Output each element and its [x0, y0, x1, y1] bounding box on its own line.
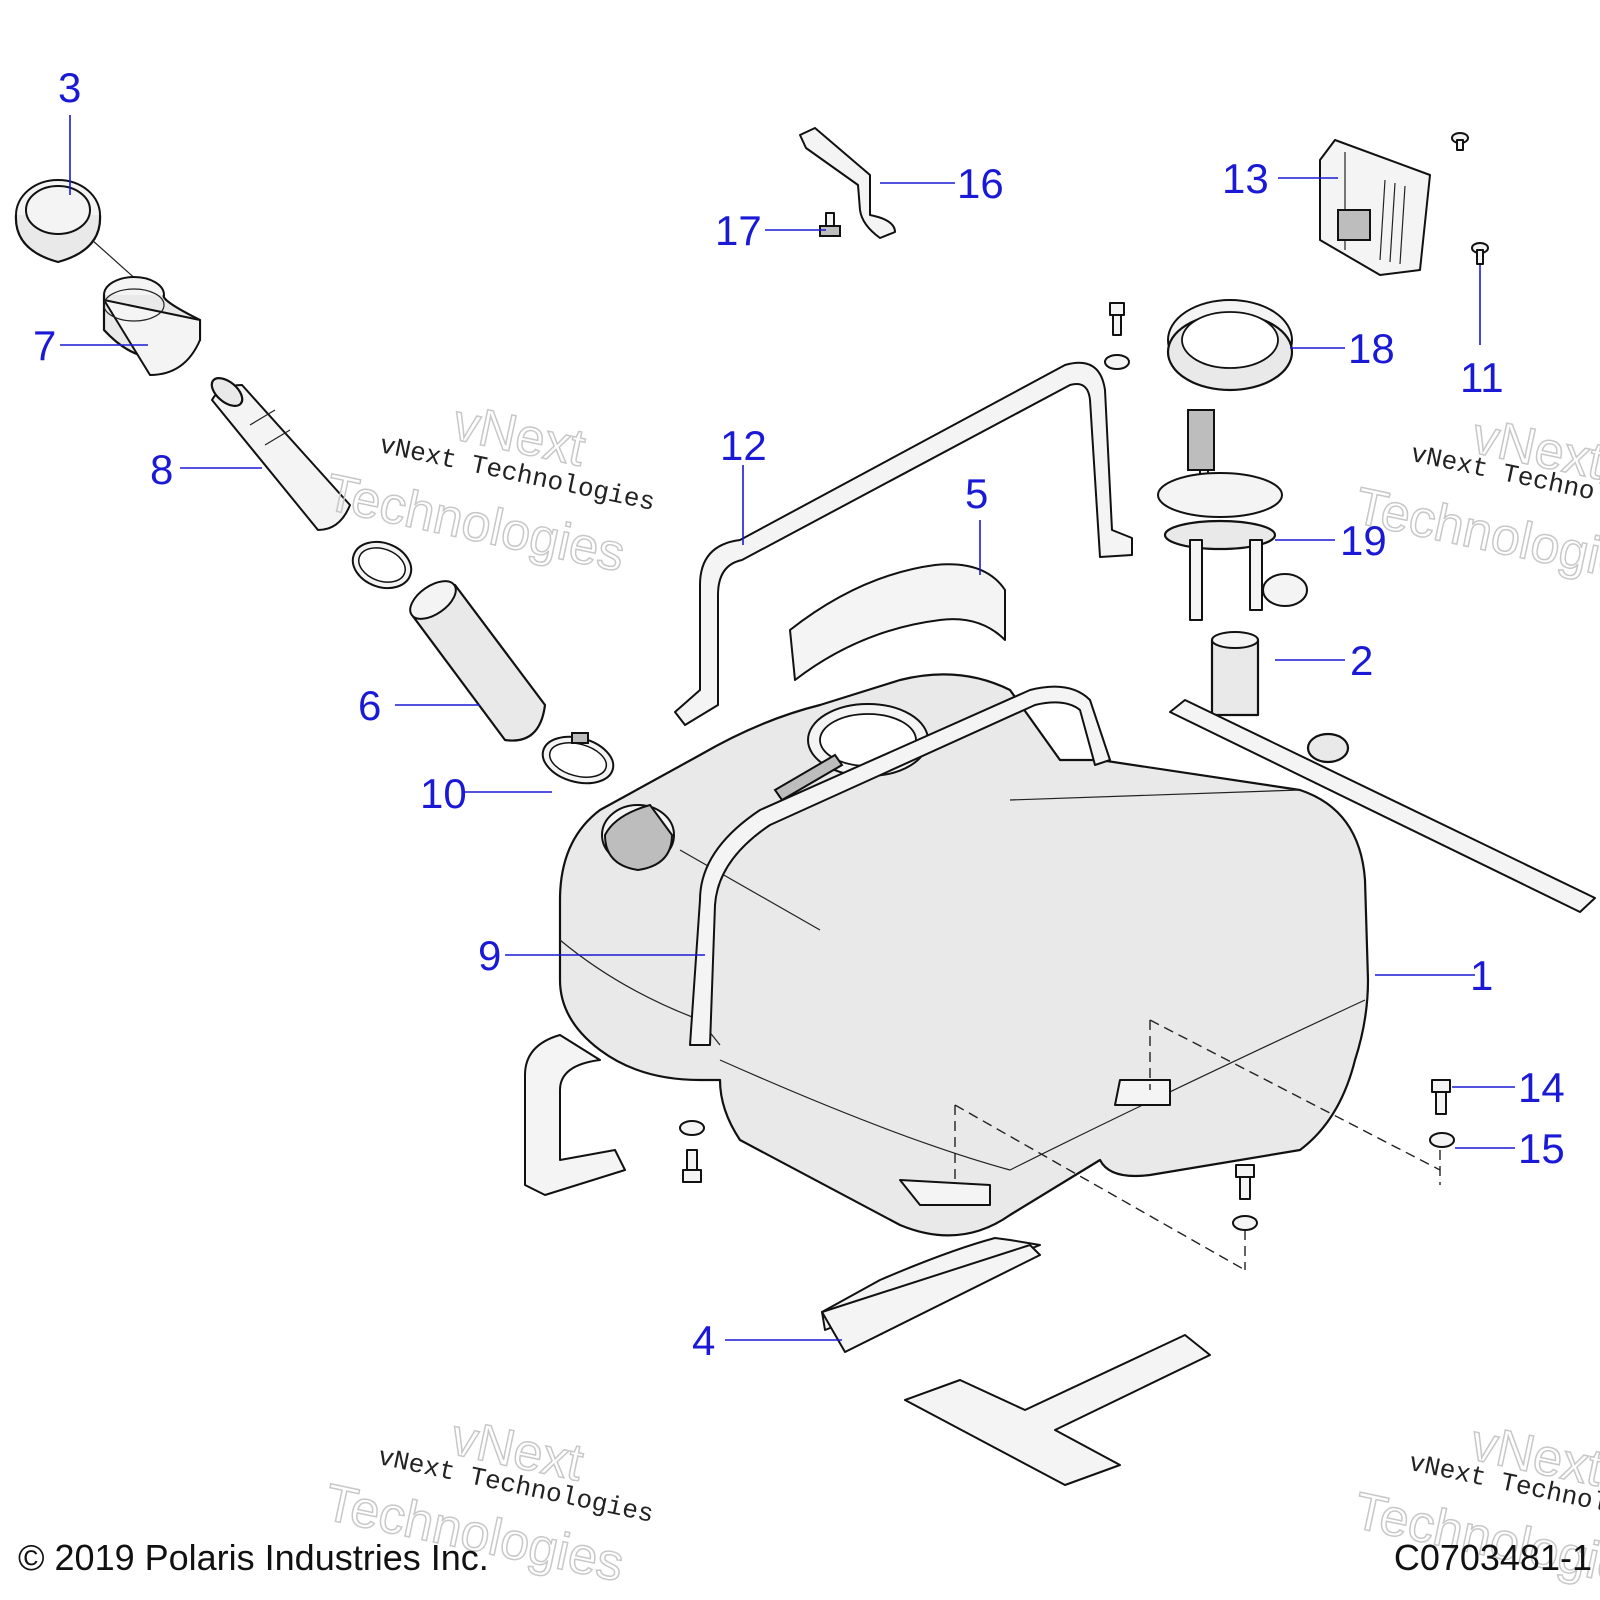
fuel-hose [409, 580, 547, 742]
leader-lines [60, 115, 1515, 1341]
bracket [799, 127, 896, 239]
callout-19: 19 [1340, 517, 1387, 564]
bolt-washer-lower-center [1232, 1164, 1258, 1231]
callout-14: 14 [1518, 1064, 1565, 1111]
washer-15 [1429, 1132, 1455, 1148]
callout-11: 11 [1460, 354, 1504, 401]
tank-strap-upper [674, 361, 1133, 726]
callouts: 1 2 3 4 5 6 7 8 9 10 11 12 13 14 15 16 1… [33, 64, 1565, 1364]
screw-top-right [1451, 132, 1469, 151]
watermark-right: vNext Technologies vNext Technologies [1349, 406, 1600, 598]
callout-6: 6 [358, 682, 381, 729]
filler-neck [102, 276, 202, 376]
fuel-pump-assembly [1157, 409, 1308, 717]
callout-5: 5 [965, 470, 988, 517]
tank-strap-lower [689, 685, 1111, 1046]
u-bracket [524, 1034, 626, 1196]
callout-9: 9 [478, 932, 501, 979]
callout-1: 1 [1470, 952, 1493, 999]
copyright-text: © 2019 Polaris Industries Inc. [18, 1537, 489, 1578]
hose-clamp-lower [541, 732, 615, 785]
fuel-cap [14, 179, 149, 291]
callout-3: 3 [58, 64, 81, 111]
bolt-washer-upper [1104, 302, 1130, 370]
vent-tube [210, 377, 351, 531]
bolt-14 [1431, 1079, 1451, 1115]
callout-7: 7 [33, 322, 56, 369]
assembly-lines [954, 1019, 1441, 1271]
strap-pad [789, 563, 1006, 681]
callout-13: 13 [1222, 155, 1269, 202]
callout-2: 2 [1350, 637, 1373, 684]
screw-11 [1471, 242, 1489, 265]
callout-10: 10 [420, 770, 467, 817]
callout-16: 16 [957, 160, 1004, 207]
hose-clamp-upper [351, 540, 413, 590]
callout-8: 8 [150, 446, 173, 493]
rubber-pad-upper [821, 1237, 1041, 1353]
lock-ring [1166, 299, 1294, 392]
bolt-washer-lower-left [679, 1120, 705, 1183]
callout-4: 4 [692, 1317, 715, 1364]
callout-18: 18 [1348, 325, 1395, 372]
screw-17 [819, 212, 841, 237]
figure-code: C0703481-1 [1394, 1537, 1592, 1578]
callout-15: 15 [1518, 1125, 1565, 1172]
rubber-pad-lower [904, 1334, 1211, 1486]
callout-12: 12 [720, 422, 767, 469]
callout-17: 17 [715, 207, 762, 254]
float-arm [1169, 699, 1596, 913]
control-module [1319, 139, 1431, 276]
